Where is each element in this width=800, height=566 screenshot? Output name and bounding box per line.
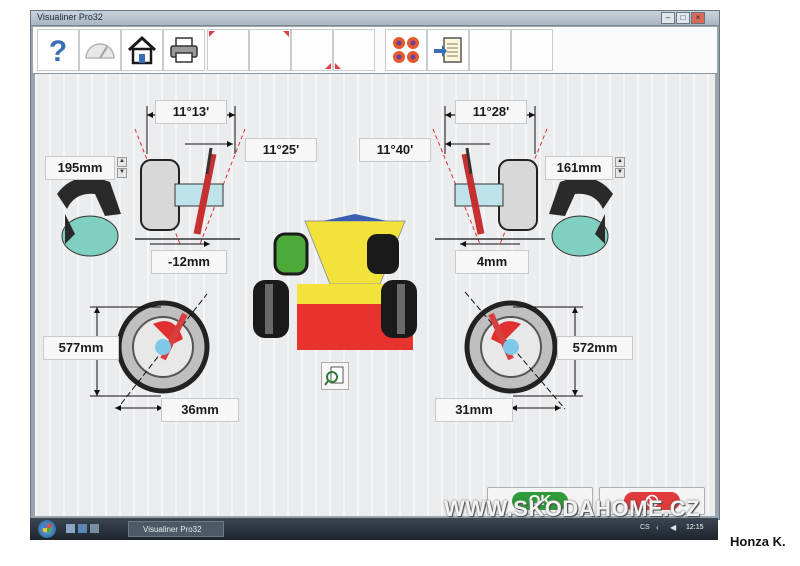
title-bar: Visualiner Pro32 – □ × [31, 11, 719, 26]
import-icon [434, 37, 462, 63]
front-left-offset-value: -12mm [151, 250, 227, 274]
tray-arrow-icon[interactable]: ‹ [656, 523, 659, 532]
front-left-height-value: 195mm [45, 156, 115, 180]
magnifier-icon [324, 366, 344, 386]
svg-text:?: ? [49, 35, 67, 67]
alignment-diagram [57, 106, 613, 411]
close-button[interactable]: × [691, 12, 705, 24]
quicklaunch-icon[interactable] [90, 524, 99, 533]
import-button[interactable] [427, 29, 469, 71]
alignment-view: 11°13' 11°25' 195mm ▲ ▼ -12mm 11°28' 11°… [35, 74, 715, 516]
front-right-wheel-stand [549, 177, 613, 257]
gauge-icon [85, 43, 115, 59]
cancel-icon [645, 494, 659, 508]
ok-button[interactable]: OK [487, 487, 593, 515]
printer-icon [170, 37, 198, 63]
front-left-wheel-stand [57, 177, 121, 257]
gauge-button[interactable] [79, 29, 121, 71]
toolbar-slot-4[interactable] [333, 29, 375, 71]
front-left-height-up[interactable]: ▲ [117, 157, 127, 167]
print-button[interactable] [163, 29, 205, 71]
start-button[interactable] [38, 520, 56, 538]
help-button[interactable]: ? [37, 29, 79, 71]
clock: 12:15 [686, 524, 704, 531]
rear-right-offset-value: 31mm [435, 398, 513, 422]
front-right-height-value: 161mm [545, 156, 613, 180]
cancel-pill [624, 492, 680, 510]
rear-right-wheel-graphic [464, 291, 566, 410]
maximize-button[interactable]: □ [676, 12, 690, 24]
front-left-toe-value: 11°13' [155, 100, 227, 124]
toolbar-slot-1[interactable] [207, 29, 249, 71]
toolbar-slot-6[interactable] [511, 29, 553, 71]
help-icon: ? [49, 35, 67, 67]
minimize-button[interactable]: – [661, 12, 675, 24]
front-right-suspension-graphic [435, 147, 545, 240]
toolbar-slot-3[interactable] [291, 29, 333, 71]
front-left-height-down[interactable]: ▼ [117, 168, 127, 178]
front-right-camber-value: 11°40' [359, 138, 431, 162]
rear-left-diameter-value: 577mm [43, 336, 119, 360]
front-right-height-down[interactable]: ▼ [615, 168, 625, 178]
app-window: Visualiner Pro32 – □ × ? [30, 10, 720, 520]
home-button[interactable] [121, 29, 163, 71]
toolbar: ? [33, 27, 717, 74]
explorer-icon[interactable] [78, 524, 87, 533]
taskbar-app-button[interactable]: Visualiner Pro32 [128, 521, 224, 537]
zoom-button[interactable] [321, 362, 349, 390]
volume-icon[interactable]: ◀ [670, 523, 677, 532]
watermark: WWW.SKODAHOME.CZ [444, 496, 701, 521]
front-right-offset-value: 4mm [455, 250, 529, 274]
show-desktop-icon[interactable] [66, 524, 75, 533]
toolbar-slot-2[interactable] [249, 29, 291, 71]
cancel-button[interactable] [599, 487, 705, 515]
rear-right-diameter-value: 572mm [557, 336, 633, 360]
car-top-view [253, 214, 417, 350]
windows-logo-icon [43, 524, 51, 532]
keyboard-language[interactable]: CS [640, 524, 650, 531]
author-caption: Honza K. [730, 534, 786, 549]
front-left-suspension-graphic [135, 147, 240, 240]
taskbar-app-label: Visualiner Pro32 [143, 525, 202, 534]
wheels-icon [393, 37, 419, 63]
rear-left-wheel-graphic [116, 293, 210, 405]
taskbar: Visualiner Pro32 CS ‹ ◀ 12:15 [30, 518, 718, 540]
home-icon [127, 35, 157, 65]
ok-label: OK [512, 492, 568, 510]
front-right-height-up[interactable]: ▲ [615, 157, 625, 167]
front-right-toe-value: 11°28' [455, 100, 527, 124]
front-left-camber-value: 11°25' [245, 138, 317, 162]
wheels-button[interactable] [385, 29, 427, 71]
rear-left-offset-value: 36mm [161, 398, 239, 422]
window-title: Visualiner Pro32 [37, 12, 103, 22]
toolbar-slot-5[interactable] [469, 29, 511, 71]
